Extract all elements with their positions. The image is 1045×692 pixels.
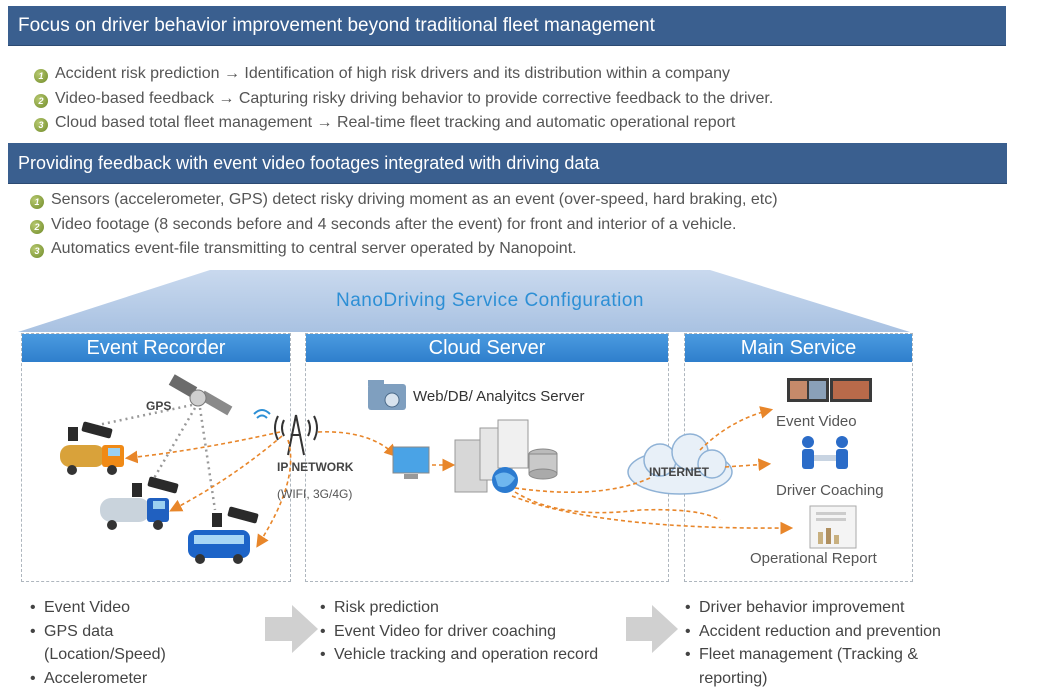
list-item: •Driver behavior improvement [685, 599, 905, 616]
list-item: •Vehicle tracking and operation record [320, 646, 599, 663]
video-thumbnail-icon [787, 378, 872, 402]
list-item: •Fleet management (Tracking & [685, 646, 919, 663]
server-label: Web/DB/ Analyitcs Server [413, 388, 585, 405]
gps-label: GPS [146, 399, 172, 413]
globe-icon [492, 467, 518, 493]
report-document-icon [809, 505, 857, 549]
people-meeting-icon [802, 436, 848, 469]
wifi-icon [253, 409, 271, 419]
list-item: •GPS data [30, 622, 114, 640]
cloud-server-outputs: •Risk prediction •Event Video for driver… [320, 596, 598, 667]
number-2-icon: 2 [30, 219, 44, 234]
list-item: •Event Video [30, 599, 130, 616]
internet-cloud-icon [627, 433, 733, 495]
driver-coaching-label: Driver Coaching [776, 482, 884, 499]
tanker-truck-icon [100, 498, 169, 530]
number-3-icon: 3 [34, 118, 48, 132]
event-video-label: Event Video [776, 413, 857, 430]
recorder-links [124, 431, 456, 548]
config-title: NanoDriving Service Configuration [336, 290, 644, 311]
list-item: (Location/Speed) [44, 646, 166, 663]
service-links [511, 406, 794, 535]
section1-title: Focus on driver behavior improvement bey… [8, 6, 1006, 46]
network-sub-label: (WIFI, 3G/4G) [277, 487, 353, 501]
gps-links [97, 403, 217, 511]
recorder-device-icons [68, 421, 259, 527]
list-item: •Accident reduction and prevention [685, 622, 941, 640]
list-item: •Event Video for driver coaching [320, 622, 557, 640]
network-label: IP NETWORK [277, 460, 354, 474]
number-2-icon: 2 [34, 93, 48, 108]
internet-label: INTERNET [649, 465, 709, 479]
flow-arrows [265, 605, 678, 653]
list-item: •Accelerometer [30, 669, 148, 687]
satellite-icon [168, 374, 233, 416]
panel-title: Cloud Server [306, 334, 668, 362]
list-item: reporting) [699, 669, 768, 687]
number-1-icon: 1 [30, 195, 44, 209]
main-service-outputs: •Driver behavior improvement •Accident r… [685, 596, 941, 690]
list-item: •Risk prediction [320, 599, 439, 616]
monitor-icon [392, 446, 430, 479]
server-folder-icon [368, 380, 406, 410]
section2-title: Providing feedback with event video foot… [8, 143, 1007, 184]
number-3-icon: 3 [30, 244, 44, 258]
operational-report-label: Operational Report [750, 550, 877, 567]
number-1-icon: 1 [34, 69, 48, 83]
panel-title: Event Recorder [22, 334, 290, 362]
panel-title: Main Service [685, 334, 912, 362]
antenna-tower-icon [274, 414, 318, 456]
event-recorder-outputs: •Event Video •GPS data (Location/Speed) … [30, 596, 166, 690]
tanker-truck-icon [60, 445, 124, 475]
bus-icon [188, 530, 250, 564]
